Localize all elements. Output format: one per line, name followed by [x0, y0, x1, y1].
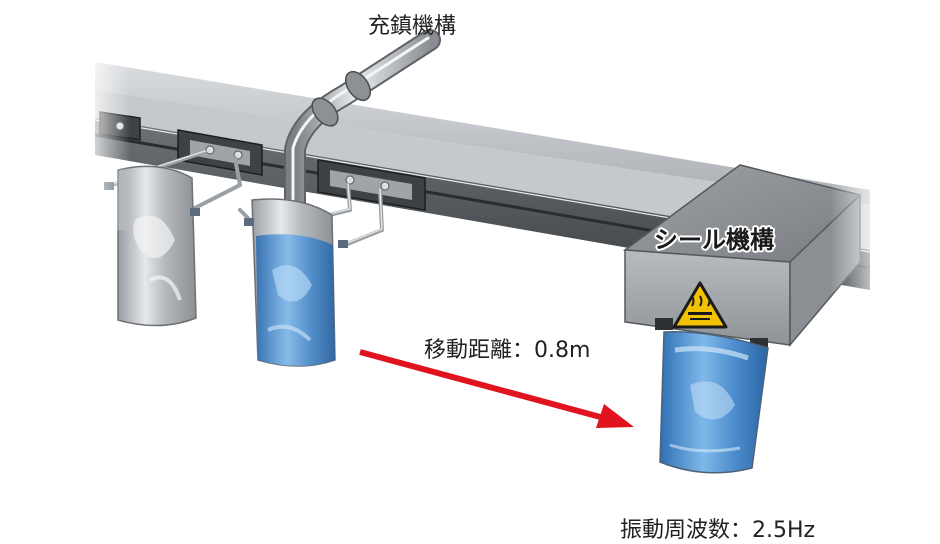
empty-pouch [104, 165, 200, 327]
rail-fade-right [830, 170, 890, 310]
hot-surface-warning-icon [672, 281, 728, 329]
filling-mechanism-label: 充鎮機構 [368, 14, 457, 39]
travel-arrow [359, 349, 634, 428]
travel-distance-label: 移動距離：0.8m [424, 338, 591, 363]
gripper-mount-right [317, 159, 426, 211]
rail-fade-left [80, 50, 130, 230]
sealed-pouch [659, 331, 769, 474]
filling-pouch [244, 198, 348, 367]
seal-mechanism-label: シール機構 [654, 226, 774, 254]
vibration-frequency-label: 振動周波数：2.5Hz [620, 518, 816, 543]
